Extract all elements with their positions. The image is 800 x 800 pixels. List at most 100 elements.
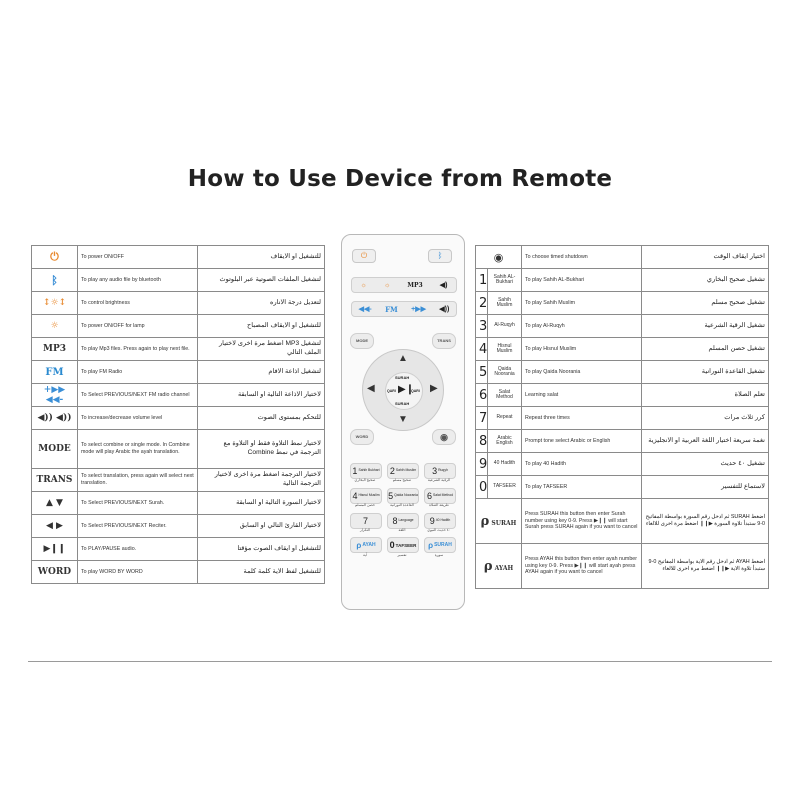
key-name: Arabic English <box>487 429 522 453</box>
arabic-description: لاختيار الترجمة اضغط مرة اخرى لاختيار ال… <box>197 468 325 492</box>
english-description: To select combine or single mode. In Com… <box>77 429 198 469</box>
volume-up-icon[interactable]: ◀)) <box>439 306 450 313</box>
key-name: Sahih Muslim <box>487 291 522 315</box>
remote-row-lamp: ☼ ☼ MP3 ◀) <box>351 277 457 293</box>
power-icon: ⏻ <box>50 250 59 263</box>
english-description: To select translation, press again will … <box>77 468 198 492</box>
key-name: Al-Ruqyh <box>487 314 522 338</box>
timer-icon: ◉ <box>493 250 504 264</box>
remote-control: ⏻ ᛒ ☼ ☼ MP3 ◀) ◀◀- FM +▶▶ ◀)) MODE TRANS… <box>341 234 465 610</box>
table-row: ▲ ▼To Select PREVIOUS/NEXT Surah.لاختيار… <box>31 491 325 515</box>
word-button[interactable]: WORD <box>350 429 374 445</box>
qari-left-label: QARI <box>387 389 396 393</box>
search-icon: ρ <box>356 540 362 550</box>
prev-channel-icon[interactable]: ◀◀- <box>358 306 372 313</box>
channel-icons: +▶▶ ◀◀- <box>43 385 66 405</box>
search-icon: ρ <box>483 558 493 574</box>
arabic-description: لاختيار نمط التلاوة فقط او التلاوة مع ال… <box>197 429 325 469</box>
english-description: To play WORD BY WORD <box>77 560 198 584</box>
lamp-icon: ☼ <box>50 321 59 331</box>
dpad: ▲ ▼ ◀ ▶ SURAH QARI ▶❙ QARI SURAH <box>362 349 444 431</box>
arabic-description: لاختيار القارئ التالي او السابق <box>197 514 325 538</box>
key-sub-label: صحيح البخاري <box>354 478 376 482</box>
arabic-description: نغمة سريعة اختيار اللغة العربية او الانج… <box>641 429 769 453</box>
key-sub-label: ٤٠ حديث النبوي <box>427 528 451 532</box>
key-number: 0 <box>475 475 488 499</box>
english-description: Learning salat <box>521 383 642 407</box>
arabic-description: لتشغيل MP3 اضغط مرة اخرى لاختيار الملف ا… <box>197 337 325 361</box>
english-description: Press SURAH this button then enter Surah… <box>521 498 642 544</box>
english-description: To power ON/OFF for lamp <box>77 314 198 338</box>
key-name: TAFSEER <box>487 475 522 499</box>
arabic-description: تشغيل ٤٠ حديث <box>641 452 769 476</box>
fm-button[interactable]: FM <box>385 304 398 314</box>
english-description: To Select PREVIOUS/NEXT Reciter. <box>77 514 198 538</box>
arrow-down-icon[interactable]: ▼ <box>398 414 408 425</box>
bluetooth-button[interactable]: ᛒ <box>428 249 452 263</box>
power-button[interactable]: ⏻ <box>352 249 376 263</box>
tafseer-sub-label: تفسير <box>397 553 407 557</box>
english-description: Prompt tone select Arabic or English <box>521 429 642 453</box>
ayah-sub-label: آية <box>363 553 367 557</box>
mode-button[interactable]: MODE <box>350 333 374 349</box>
key-sub-label: اللغة <box>398 528 406 532</box>
english-description: To choose timed shutdown <box>521 245 642 269</box>
table-row: +▶▶ ◀◀-To Select PREVIOUS/NEXT FM radio … <box>31 383 325 407</box>
trans-label: TRANS <box>36 475 73 485</box>
lamp-icon[interactable]: ☼ <box>383 281 391 289</box>
arabic-description: تشغيل صحيح البخاري <box>641 268 769 292</box>
key-name: Qaida Noorania <box>487 360 522 384</box>
remote-row-fm: ◀◀- FM +▶▶ ◀)) <box>351 301 457 317</box>
fm-label: FM <box>45 366 64 378</box>
arrow-right-icon[interactable]: ▶ <box>430 383 438 394</box>
timer-icon: ◉ <box>440 432 448 442</box>
page-title: How to Use Device from Remote <box>187 166 613 192</box>
key-sub-label: الرقية الشرعية <box>427 478 451 482</box>
divider-line <box>28 661 772 662</box>
next-channel-icon[interactable]: +▶▶ <box>411 306 426 313</box>
arrow-left-icon[interactable]: ◀ <box>367 383 375 394</box>
search-icon: ρ <box>428 540 434 550</box>
play-pause-button[interactable]: SURAH QARI ▶❙ QARI SURAH <box>385 372 423 410</box>
arabic-description: لتشغيل اذاعة الافام <box>197 360 325 384</box>
timer-button[interactable]: ◉ <box>432 429 456 445</box>
table-row: ◀)) ◀))To increase/decrease volume level… <box>31 406 325 430</box>
key-7[interactable]: 7 <box>350 513 382 529</box>
english-description: To play FM Radio <box>77 360 198 384</box>
table-row: ◀ ▶To Select PREVIOUS/NEXT Reciter.لاختي… <box>31 514 325 538</box>
arabic-description: اختيار ايقاف الوقت <box>641 245 769 269</box>
arrow-up-icon[interactable]: ▲ <box>398 353 408 364</box>
brightness-icon[interactable]: ☼ <box>360 281 367 289</box>
mode-label: MODE <box>38 444 71 454</box>
mp3-button[interactable]: MP3 <box>407 281 423 289</box>
surah-up-label: SURAH <box>395 375 410 380</box>
arabic-description: تعلم الصلاة <box>641 383 769 407</box>
arabic-description: للتحكم بمستوى الصوت <box>197 406 325 430</box>
arabic-description: اضغط AYAH ثم ادخل رقم الاية بواسطة المفا… <box>641 543 769 589</box>
key-name: Sahih AL-Bukhari <box>487 268 522 292</box>
key-number: 3 <box>475 314 488 338</box>
english-description: To power ON/OFF <box>77 245 198 269</box>
trans-button[interactable]: TRANS <box>432 333 456 349</box>
key-number: 2 <box>475 291 488 315</box>
english-description: To play Sahih AL-Bukhari <box>521 268 642 292</box>
volume-down-icon[interactable]: ◀) <box>439 282 448 289</box>
